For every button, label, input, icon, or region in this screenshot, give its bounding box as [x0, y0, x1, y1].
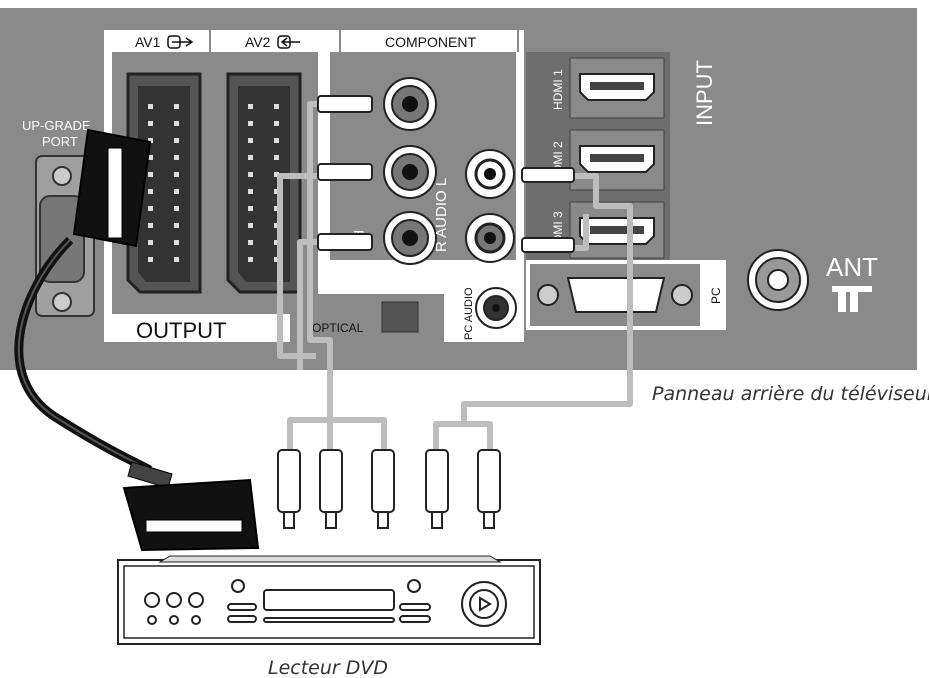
scart-pin — [248, 223, 253, 228]
bottom-rca-plugs — [277, 449, 501, 529]
scart-pin — [174, 189, 179, 194]
output-label: OUTPUT — [136, 318, 226, 343]
scart-pin — [174, 104, 179, 109]
audio-cable — [433, 173, 633, 450]
tv-back-caption: Panneau arrière du téléviseur — [652, 383, 929, 405]
scart-pin — [174, 155, 179, 160]
scart-pin — [248, 189, 253, 194]
scart-av1-port — [126, 72, 202, 294]
scart-pin — [274, 206, 279, 211]
scart-pin — [274, 240, 279, 245]
scart-pin — [274, 121, 279, 126]
scart-pin — [248, 257, 253, 262]
optical-port — [381, 301, 419, 333]
scart-pin — [248, 240, 253, 245]
component-label: COMPONENT — [385, 34, 476, 50]
hdmi1-label: HDMI 1 — [551, 69, 565, 110]
scart-plug-bottom — [122, 461, 260, 552]
scart-av2-port — [226, 72, 302, 294]
scart-pin — [248, 104, 253, 109]
dvd-caption: Lecteur DVD — [268, 657, 388, 678]
scart-pin — [174, 240, 179, 245]
optical-label: OPTICAL — [312, 321, 364, 335]
audio-r-jack — [465, 213, 515, 263]
scart-pin — [274, 172, 279, 177]
scart-pin — [174, 138, 179, 143]
pc-label: PC — [709, 287, 723, 304]
scart-pin — [148, 240, 153, 245]
pc-audio-label: PC AUDIO — [463, 287, 475, 340]
scart-pin — [274, 104, 279, 109]
component-pr-jack — [383, 211, 437, 265]
tv-back-panel: AV1 AV2 COMPONENT OUTPUT OPTICAL UP-GRAD… — [0, 8, 917, 370]
scart-pin — [174, 257, 179, 262]
audio-l-jack — [465, 149, 515, 199]
scart-pin — [248, 155, 253, 160]
scart-pin — [274, 155, 279, 160]
av1-label: AV1 — [135, 34, 161, 50]
scart-pin — [148, 104, 153, 109]
scart-pin — [248, 206, 253, 211]
scart-pin — [148, 121, 153, 126]
scart-pin — [148, 206, 153, 211]
component-pb-jack — [383, 145, 437, 199]
scart-pin — [174, 121, 179, 126]
upgrade-label-1: UP-GRADE — [22, 118, 91, 133]
scart-pin — [248, 121, 253, 126]
scart-plug-top-slot — [107, 147, 123, 239]
scart-pin — [274, 223, 279, 228]
scart-in-out-icon — [167, 35, 194, 49]
scart-pin — [148, 257, 153, 262]
av2-label: AV2 — [245, 34, 271, 50]
scart-pin — [148, 138, 153, 143]
hdmi2-port — [579, 145, 655, 173]
panel-rca-plugs — [317, 95, 575, 253]
antenna-jack — [747, 249, 809, 311]
audio-label: R AUDIO L — [433, 178, 450, 252]
component-cable — [277, 101, 387, 450]
input-label: INPUT — [692, 60, 717, 126]
scart-pin — [174, 206, 179, 211]
scart-pin — [248, 172, 253, 177]
vga-port — [537, 277, 693, 313]
scart-pin — [174, 172, 179, 177]
pc-audio-jack — [475, 287, 517, 329]
scart-pin — [274, 257, 279, 262]
scart-pin — [274, 138, 279, 143]
scart-pin — [148, 223, 153, 228]
scart-pin — [148, 189, 153, 194]
hdmi1-port — [579, 73, 655, 101]
scart-pins — [148, 104, 279, 262]
hdmi3-port — [579, 217, 655, 245]
scart-in-icon — [277, 35, 300, 49]
scart-pin — [148, 155, 153, 160]
ant-label: ANT — [826, 252, 878, 282]
upgrade-label-2: PORT — [42, 134, 78, 149]
scart-pin — [174, 223, 179, 228]
scart-pin — [274, 189, 279, 194]
antenna-icon — [832, 286, 872, 312]
scart-pin — [248, 138, 253, 143]
dvd-player — [117, 555, 541, 645]
scart-cable — [14, 128, 153, 475]
component-y-jack — [383, 77, 437, 131]
scart-pin — [148, 172, 153, 177]
